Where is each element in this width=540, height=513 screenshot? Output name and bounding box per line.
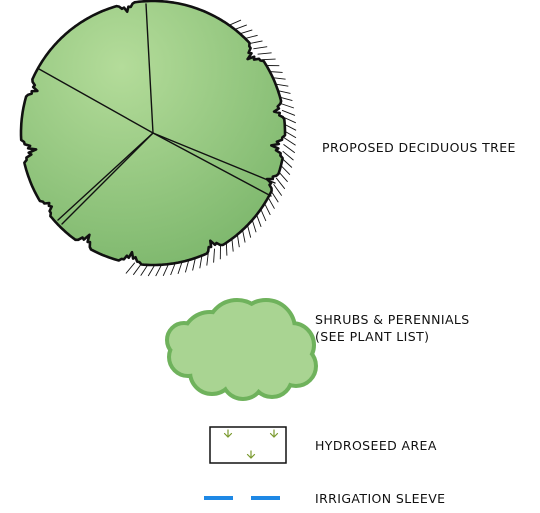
hatch-line — [213, 248, 215, 263]
hydroseed-label: HYDROSEED AREA — [315, 438, 437, 453]
shrub-fill — [169, 302, 314, 397]
tree-branches — [38, 3, 276, 225]
hatch-line — [273, 183, 283, 196]
hatch-line — [275, 177, 286, 190]
hydroseed-icon — [209, 426, 287, 464]
hatch-line — [125, 262, 136, 274]
hatch-line — [283, 137, 296, 146]
irrigation-label: IRRIGATION SLEEVE — [315, 491, 445, 506]
hatch-line — [281, 109, 296, 116]
hatch-line — [253, 46, 268, 50]
shrub-cloud-icon — [165, 298, 318, 401]
hydroseed-box — [209, 426, 287, 464]
hatch-line — [282, 150, 294, 161]
hatch-line — [248, 40, 263, 45]
hydroseed-marks — [223, 429, 279, 459]
hatch-line — [283, 144, 296, 154]
shrubs-label: SHRUBS & PERENNIALS (SEE PLANT LIST) — [315, 312, 474, 344]
tree-label: PROPOSED DECIDUOUS TREE — [322, 140, 516, 155]
deciduous-tree-icon — [19, 0, 297, 277]
shrubs-label-line-2: (SEE PLANT LIST) — [315, 329, 429, 344]
hatch-line — [261, 58, 276, 61]
shrubs-label-line-1: SHRUBS & PERENNIALS — [315, 312, 470, 327]
hatch-line — [257, 52, 272, 55]
hatch-line — [206, 251, 209, 266]
hatch-line — [132, 263, 142, 276]
hatch-line — [280, 103, 295, 109]
hatch-line — [282, 116, 296, 124]
